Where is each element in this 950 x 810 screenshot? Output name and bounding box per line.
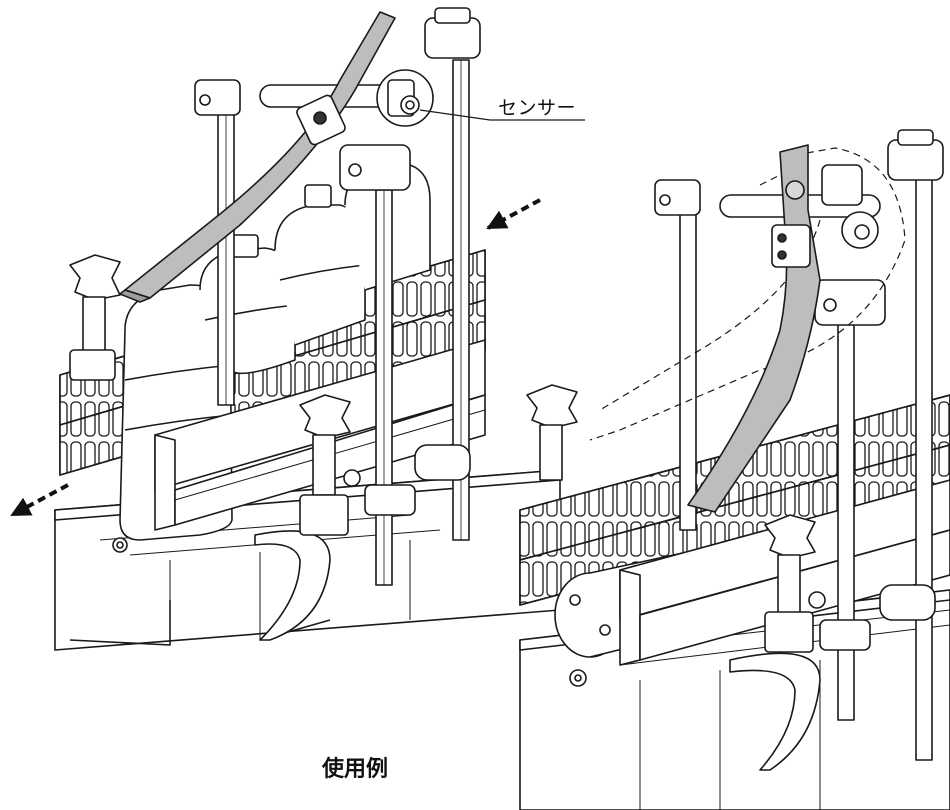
left-bracket-curve xyxy=(254,530,331,641)
right-guide-clamp xyxy=(771,224,811,268)
right-assembly xyxy=(519,129,950,810)
left-inflow-arrow xyxy=(486,198,541,230)
sensor-label: センサー xyxy=(498,97,577,119)
right-bracket-curve xyxy=(729,652,821,771)
left-sensor-clamp xyxy=(376,69,434,127)
left-star-knob-2 xyxy=(299,394,361,536)
right-sensor-clamp xyxy=(821,164,879,249)
left-posts xyxy=(217,59,470,586)
left-guide-clamp xyxy=(296,94,346,146)
left-outflow-arrow xyxy=(10,483,69,517)
right-star-knob-2 xyxy=(764,514,826,653)
right-star-knob-1 xyxy=(526,384,578,481)
right-guide-swing-outline xyxy=(589,147,906,441)
sensor-callout-leader xyxy=(419,109,585,121)
left-assembly xyxy=(10,7,585,651)
figure-caption: 使用例 xyxy=(321,757,388,782)
left-star-knob-1 xyxy=(69,254,121,381)
